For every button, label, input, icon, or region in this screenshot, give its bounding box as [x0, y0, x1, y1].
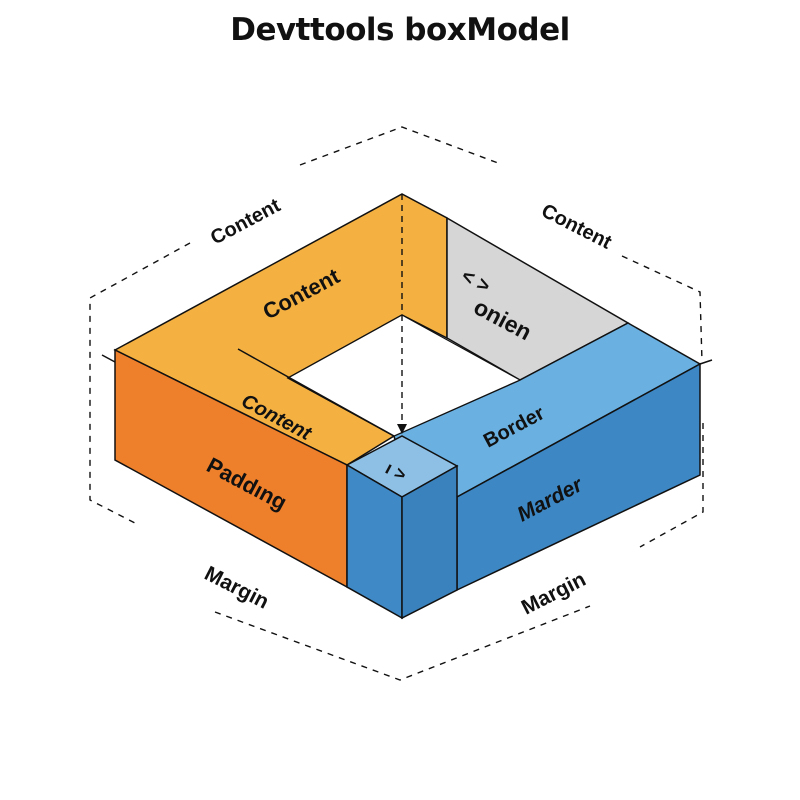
diagram-title: Devttools boxModel: [230, 12, 570, 48]
right-margin-tick: [699, 359, 713, 365]
margin-outline-bottom: [214, 605, 591, 681]
inner-divider-line: [237, 348, 395, 437]
margin-outline-left: [89, 242, 191, 524]
margin-outline-right-upper: [621, 255, 703, 363]
margin-label-bottom-left: Margin: [201, 562, 273, 614]
guide-arrow-icon: [397, 424, 407, 434]
margin-outline: [89, 126, 704, 681]
left-margin-tick: [101, 354, 116, 363]
margin-outline-top: [299, 126, 499, 166]
corner-cube-front-right: [401, 464, 458, 620]
margin-outline-right-lower: [639, 423, 704, 548]
margin-label-bottom-right: Margin: [518, 568, 590, 620]
margin-label-top-left: Content: [207, 194, 284, 249]
margin-label-top-right: Content: [538, 200, 616, 254]
